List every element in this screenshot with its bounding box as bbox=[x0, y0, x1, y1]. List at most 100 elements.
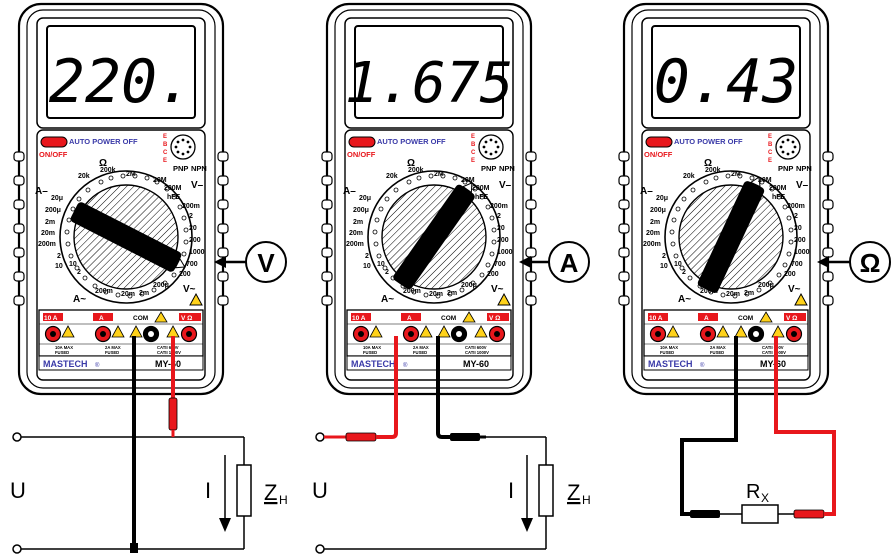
dca-2m: 2m bbox=[353, 219, 363, 226]
aca-200m: 200m bbox=[95, 288, 113, 295]
dcv-200: 200 bbox=[794, 237, 806, 244]
display-reading: 220. bbox=[49, 47, 194, 117]
aca-200u: 200μ bbox=[153, 282, 169, 289]
note-cat-1: CATII 600V bbox=[465, 345, 487, 350]
acv-symbol: V~ bbox=[183, 284, 196, 295]
ohm-range-2m: 2M bbox=[731, 171, 741, 178]
dca-2m: 2m bbox=[650, 219, 660, 226]
ohm-range-20m: 20M bbox=[461, 177, 475, 184]
callout-resistance: Ω bbox=[817, 241, 891, 283]
aca-2m: 2m bbox=[447, 290, 457, 297]
aca-20m: 20m bbox=[121, 291, 135, 298]
ebce-e2: E bbox=[471, 158, 475, 164]
acv-200: 200 bbox=[487, 271, 499, 278]
note-2a-2: FUSED bbox=[710, 350, 724, 355]
callout-current: A bbox=[519, 241, 590, 283]
npn-label: NPN bbox=[191, 164, 207, 173]
ohm-range-200k: 200k bbox=[408, 167, 424, 174]
dca-20u: 20μ bbox=[656, 195, 668, 202]
dca-20m: 20m bbox=[41, 230, 55, 237]
meter-resistance: 0.43 AUTO POWER OFF ON/OFF E B C E PNP N… bbox=[617, 2, 835, 396]
aca-2: 2 bbox=[682, 269, 686, 276]
npn-label: NPN bbox=[796, 164, 812, 173]
dca-symbol: A– bbox=[35, 186, 48, 197]
note-cat-1: CATII 600V bbox=[157, 345, 179, 350]
ohm-range-200k: 200k bbox=[705, 167, 721, 174]
ohm-range-2m: 2M bbox=[126, 171, 136, 178]
meter-voltage: 220. AUTO POWER OFF ON/OFF E B C E PNP N… bbox=[12, 2, 230, 396]
load-label-2: Z bbox=[567, 480, 580, 505]
terminal-vohm-label: V Ω bbox=[489, 315, 500, 322]
dca-20m: 20m bbox=[349, 230, 363, 237]
ohm-range-200m: 200M bbox=[164, 185, 182, 192]
note-2a-1: 2A MAX bbox=[413, 345, 429, 350]
ohm-range-20k: 20k bbox=[386, 173, 398, 180]
ohm-range-200m: 200M bbox=[769, 185, 787, 192]
dcv-2: 2 bbox=[189, 213, 193, 220]
model-label: MY-60 bbox=[155, 359, 181, 369]
pnp-label: PNP bbox=[173, 164, 188, 173]
ohm-range-2m: 2M bbox=[434, 171, 444, 178]
dcv-200: 200 bbox=[189, 237, 201, 244]
dca-2: 2 bbox=[662, 253, 666, 260]
hfe-label: hFE bbox=[772, 194, 786, 201]
probe-leads-voltage bbox=[130, 336, 178, 553]
callout-voltage: V bbox=[214, 241, 287, 283]
note-10a-2: FUSED bbox=[363, 350, 377, 355]
load-label-1: Z bbox=[264, 480, 277, 505]
brand-label: MASTECH bbox=[43, 359, 88, 369]
ebce-c: C bbox=[471, 150, 476, 156]
acv-700: 700 bbox=[791, 261, 803, 268]
terminal-vohm-label: V Ω bbox=[786, 315, 797, 322]
resistor-sub: X bbox=[761, 491, 769, 505]
ohm-label: Ω bbox=[99, 158, 107, 169]
current-label-2: I bbox=[508, 478, 514, 503]
aca-20m: 20m bbox=[726, 291, 740, 298]
brand-mark: ® bbox=[95, 362, 100, 369]
ebce-c: C bbox=[768, 150, 773, 156]
ohm-range-20k: 20k bbox=[78, 173, 90, 180]
model-label: MY-60 bbox=[463, 359, 489, 369]
dcv-symbol: V– bbox=[796, 180, 809, 191]
dcv-symbol: V– bbox=[191, 180, 204, 191]
brand-label: MASTECH bbox=[648, 359, 693, 369]
current-arrow-2 bbox=[521, 518, 533, 532]
note-10a-1: 10A MAX bbox=[55, 345, 73, 350]
dca-symbol: A– bbox=[640, 186, 653, 197]
dca-20u: 20μ bbox=[51, 195, 63, 202]
current-label-1: I bbox=[205, 478, 211, 503]
load-sub-1: H bbox=[279, 493, 288, 507]
terminal-a-label: A bbox=[99, 315, 104, 322]
note-2a-1: 2A MAX bbox=[105, 345, 121, 350]
dca-20m: 20m bbox=[646, 230, 660, 237]
note-cat-2: CATII 1000V bbox=[465, 350, 489, 355]
note-2a-2: FUSED bbox=[413, 350, 427, 355]
current-arrow-1 bbox=[219, 518, 231, 532]
aca-10: 10 bbox=[377, 261, 385, 268]
dca-10: 10 bbox=[55, 263, 63, 270]
pnp-label: PNP bbox=[778, 164, 793, 173]
aca-10: 10 bbox=[674, 261, 682, 268]
aca-symbol: A~ bbox=[381, 294, 394, 305]
auto-power-off-label: AUTO POWER OFF bbox=[377, 137, 446, 146]
aca-symbol: A~ bbox=[678, 294, 691, 305]
dca-200m: 200m bbox=[38, 241, 56, 248]
ebce-e1: E bbox=[768, 134, 772, 140]
dcv-20: 20 bbox=[189, 225, 197, 232]
pnp-label: PNP bbox=[481, 164, 496, 173]
aca-2m: 2m bbox=[744, 290, 754, 297]
dca-200u: 200μ bbox=[45, 207, 61, 214]
resistance-mode-symbol: Ω bbox=[860, 248, 881, 278]
on-off-label: ON/OFF bbox=[644, 150, 673, 159]
ebce-e2: E bbox=[163, 158, 167, 164]
circuit-current bbox=[315, 432, 554, 554]
ohm-label: Ω bbox=[407, 158, 415, 169]
acv-200: 200 bbox=[179, 271, 191, 278]
dcv-200m: 200m bbox=[787, 203, 805, 210]
aca-symbol: A~ bbox=[73, 294, 86, 305]
model-label: MY-60 bbox=[760, 359, 786, 369]
note-cat-1: CATII 600V bbox=[762, 345, 784, 350]
auto-power-off-label: AUTO POWER OFF bbox=[69, 137, 138, 146]
terminal-a-label: A bbox=[407, 315, 412, 322]
hfe-label: hFE bbox=[475, 194, 489, 201]
